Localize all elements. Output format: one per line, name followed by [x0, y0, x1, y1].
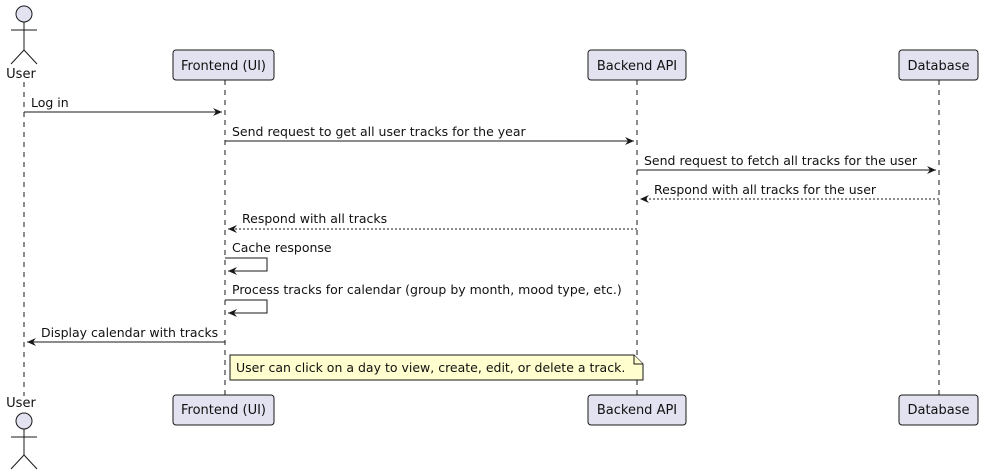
participant-label-database-bottom: Database [907, 403, 969, 418]
participant-backend-bottom: Backend API [587, 394, 687, 426]
message-label-get-tracks: Send request to get all user tracks for … [232, 124, 526, 139]
note: User can click on a day to view, create,… [229, 354, 644, 381]
message-label-log-in: Log in [31, 95, 69, 110]
participant-frontend-top: Frontend (UI) [172, 49, 275, 81]
actor-user-bottom [10, 412, 38, 470]
participant-backend-top: Backend API [587, 49, 687, 81]
participant-label-frontend-bottom: Frontend (UI) [181, 403, 266, 418]
participant-frontend-bottom: Frontend (UI) [172, 394, 275, 426]
actor-label-user-top: User [6, 67, 36, 82]
participant-database-bottom: Database [898, 394, 979, 426]
actor-user-top [10, 5, 38, 65]
message-label-fetch-tracks: Send request to fetch all tracks for the… [644, 153, 918, 168]
message-label-process-tracks: Process tracks for calendar (group by mo… [232, 282, 622, 297]
actor-label-user-bottom: User [6, 396, 36, 411]
message-label-respond-tracks-user: Respond with all tracks for the user [654, 182, 877, 197]
participant-database-top: Database [898, 49, 979, 81]
participant-label-frontend-top: Frontend (UI) [181, 59, 266, 74]
note-text: User can click on a day to view, create,… [236, 360, 625, 375]
message-label-cache-response: Cache response [232, 240, 332, 255]
message-arrow-process-tracks [225, 299, 268, 317]
participant-label-database-top: Database [907, 59, 969, 74]
message-arrow-cache-response [225, 257, 268, 275]
message-label-display-calendar: Display calendar with tracks [41, 325, 218, 340]
participant-label-backend-bottom: Backend API [597, 403, 677, 418]
participant-label-backend-top: Backend API [597, 59, 677, 74]
message-label-respond-all-tracks: Respond with all tracks [242, 211, 387, 226]
